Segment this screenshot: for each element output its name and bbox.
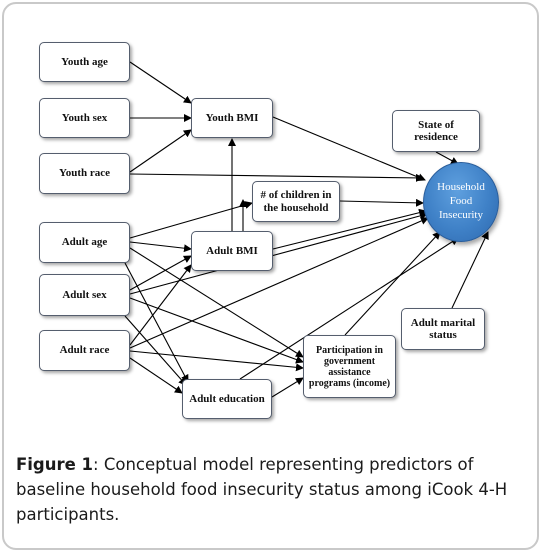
figure-caption-text: : Conceptual model representing predicto… xyxy=(16,455,508,524)
government-assistance-node: Participation in government assistance p… xyxy=(303,335,396,398)
arrow-adult-sex-to-adult-edu xyxy=(124,315,187,386)
arrow-gov-to-hfi xyxy=(344,231,441,336)
arrow-adult-race-to-hfi xyxy=(129,217,429,349)
arrow-youth-race-to-hfi xyxy=(129,173,424,182)
arrow-adult-age-to-adult-edu xyxy=(124,262,189,383)
youth-age-node: Youth age xyxy=(39,42,130,82)
adult-education-node: Adult education xyxy=(182,379,272,419)
household-food-insecurity-node: Household Food Insecurity xyxy=(423,162,499,242)
arrow-marital-to-hfi xyxy=(451,231,489,309)
youth-race-node: Youth race xyxy=(39,153,130,194)
figure-caption: Figure 1: Conceptual model representing … xyxy=(16,452,516,527)
children-in-household-node: # of children in the household xyxy=(252,181,340,222)
arrow-adult-race-to-adult-edu xyxy=(129,357,183,394)
figure-label: Figure 1 xyxy=(16,455,94,474)
arrow-adult-age-to-gov xyxy=(129,247,304,358)
arrow-adult-sex-to-gov xyxy=(129,297,304,364)
adult-marital-status-node: Adult marital status xyxy=(401,308,485,350)
adult-sex-node: Adult sex xyxy=(39,274,130,316)
arrow-adult-edu-to-gov xyxy=(271,377,304,398)
arrow-adult-race-to-adult-bmi xyxy=(129,264,192,346)
arrow-adult-edu-to-hfi xyxy=(239,237,459,380)
arrow-adult-age-to-children xyxy=(129,201,253,239)
arrow-youth-bmi-to-hfi xyxy=(272,116,426,182)
adult-age-node: Adult age xyxy=(39,222,130,263)
arrow-adult-sex-to-hfi xyxy=(129,211,428,295)
arrow-children-to-hfi xyxy=(339,198,424,207)
state-of-residence-node: State of residence xyxy=(392,110,480,152)
arrow-adult-age-to-adult-bmi xyxy=(129,241,192,253)
adult-bmi-node: Adult BMI xyxy=(191,231,273,271)
arrow-adult-bmi-to-hfi xyxy=(272,208,427,250)
arrow-youth-race-to-youth-bmi xyxy=(129,129,192,173)
arrow-adult-race-to-gov xyxy=(129,350,304,372)
arrow-adult-sex-to-adult-bmi xyxy=(129,255,192,291)
adult-race-node: Adult race xyxy=(39,330,130,371)
youth-bmi-node: Youth BMI xyxy=(191,98,273,138)
arrow-youth-age-to-youth-bmi xyxy=(129,61,192,104)
youth-sex-node: Youth sex xyxy=(39,98,130,138)
